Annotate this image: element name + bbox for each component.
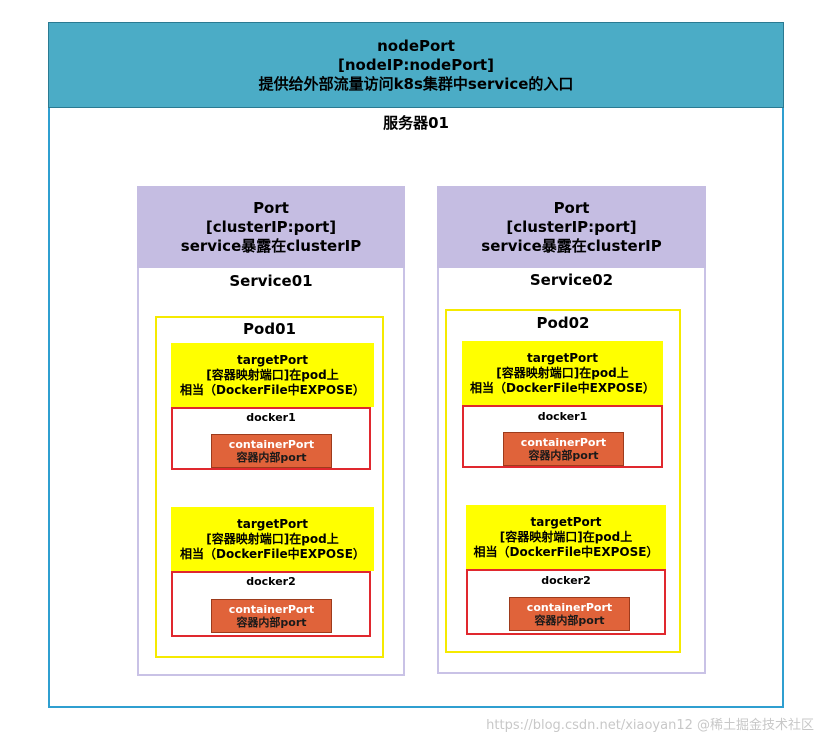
container-port-box: containerPort 容器内部port [211,599,332,633]
target-port-band: targetPort [容器映射端口]在pod上 相当（DockerFile中E… [462,341,663,405]
port-description: service暴露在clusterIP [481,236,662,255]
target-port-band: targetPort [容器映射端口]在pod上 相当（DockerFile中E… [171,343,374,407]
target-port-note: 相当（DockerFile中EXPOSE） [180,382,365,397]
docker-label: docker2 [541,574,591,587]
nodeport-header: nodePort [nodeIP:nodePort] 提供给外部流量访问k8s集… [48,22,784,108]
docker-label: docker1 [537,410,588,423]
container-port-title: containerPort [520,436,607,449]
container-port-title: containerPort [228,603,315,616]
watermark: https://blog.csdn.net/xiaoyan12 @稀土掘金技术社… [486,718,814,733]
pod-label-01: Pod01 [243,320,296,338]
target-port-title: targetPort [237,352,308,367]
port-address: [clusterIP:port] [205,217,337,236]
port-address: [clusterIP:port] [506,217,637,236]
port-header-02: Port [clusterIP:port] service暴露在clusterI… [437,186,706,268]
container-port-box: containerPort 容器内部port [503,432,624,466]
docker-label: docker2 [246,575,296,588]
target-port-desc: [容器映射端口]在pod上 [499,529,633,544]
port-description: service暴露在clusterIP [180,236,362,255]
target-port-title: targetPort [527,350,598,365]
nodeport-description: 提供给外部流量访问k8s集群中service的入口 [258,74,574,93]
container-port-desc: 容器内部port [534,614,605,627]
target-port-desc: [容器映射端口]在pod上 [496,365,629,380]
docker-label: docker1 [246,411,296,424]
port-header-01: Port [clusterIP:port] service暴露在clusterI… [137,186,405,268]
target-port-note: 相当（DockerFile中EXPOSE） [473,544,659,559]
pod-label-02: Pod02 [536,314,590,332]
target-port-band: targetPort [容器映射端口]在pod上 相当（DockerFile中E… [171,507,374,571]
container-port-desc: 容器内部port [528,449,599,462]
container-port-box: containerPort 容器内部port [509,597,630,631]
target-port-note: 相当（DockerFile中EXPOSE） [180,546,365,561]
container-port-desc: 容器内部port [236,451,307,464]
service-label-01: Service01 [229,272,313,290]
nodeport-address: [nodeIP:nodePort] [338,55,494,74]
container-port-box: containerPort 容器内部port [211,434,332,468]
port-title: Port [253,198,289,217]
container-port-title: containerPort [228,438,315,451]
container-port-title: containerPort [526,601,613,614]
port-title: Port [553,198,590,217]
container-port-desc: 容器内部port [236,616,307,629]
target-port-desc: [容器映射端口]在pod上 [206,367,339,382]
nodeport-title: nodePort [377,36,455,55]
target-port-band: targetPort [容器映射端口]在pod上 相当（DockerFile中E… [466,505,666,569]
server-label: 服务器01 [383,114,449,132]
service-label-02: Service02 [529,271,614,289]
target-port-note: 相当（DockerFile中EXPOSE） [470,380,655,395]
target-port-desc: [容器映射端口]在pod上 [206,531,339,546]
target-port-title: targetPort [530,514,602,529]
target-port-title: targetPort [237,516,308,531]
